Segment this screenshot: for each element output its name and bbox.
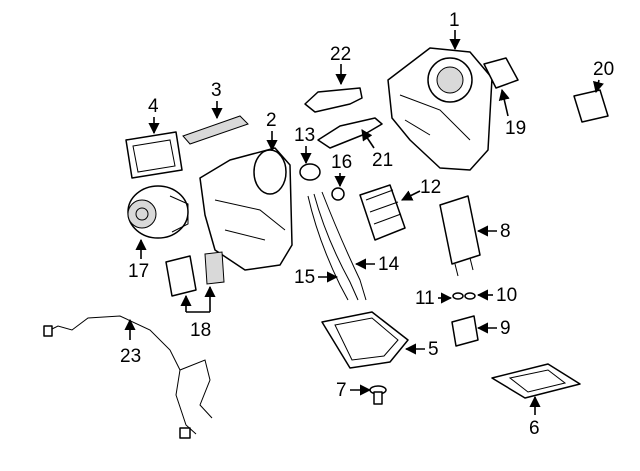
part-14-15-tubes xyxy=(307,191,367,301)
svg-text:22: 22 xyxy=(330,44,351,65)
svg-text:6: 6 xyxy=(529,418,540,439)
svg-text:5: 5 xyxy=(428,339,439,360)
part-10-11-seals xyxy=(452,292,476,300)
svg-text:17: 17 xyxy=(128,261,149,282)
svg-text:1: 1 xyxy=(449,10,460,31)
svg-text:2: 2 xyxy=(266,110,277,131)
svg-text:23: 23 xyxy=(120,346,141,367)
label-21: 21 xyxy=(361,129,393,171)
part-16-oring xyxy=(331,187,345,201)
label-2: 2 xyxy=(266,110,278,152)
label-17: 17 xyxy=(128,238,149,282)
part-22-bracket xyxy=(304,87,363,113)
label-1: 1 xyxy=(449,10,461,51)
label-16: 16 xyxy=(331,152,352,188)
part-7-valve xyxy=(369,385,387,405)
part-19-module xyxy=(483,57,519,89)
svg-text:3: 3 xyxy=(211,80,222,101)
part-6-plate xyxy=(491,363,581,399)
label-18: 18 xyxy=(180,285,216,341)
label-10: 10 xyxy=(476,285,517,306)
part-1-hvac-case xyxy=(387,47,493,171)
svg-text:15: 15 xyxy=(294,267,315,288)
svg-text:14: 14 xyxy=(378,254,400,275)
part-9-actuator xyxy=(451,315,479,347)
label-14: 14 xyxy=(354,254,400,275)
label-20: 20 xyxy=(593,59,614,94)
part-18-resistors xyxy=(165,251,225,297)
part-4-seal xyxy=(125,131,183,179)
svg-text:18: 18 xyxy=(190,320,211,341)
svg-text:20: 20 xyxy=(593,59,614,80)
part-5-pan xyxy=(321,311,409,369)
label-12: 12 xyxy=(400,177,441,201)
label-19: 19 xyxy=(498,88,526,139)
label-7: 7 xyxy=(336,380,372,401)
label-9: 9 xyxy=(476,318,511,339)
svg-text:7: 7 xyxy=(336,380,347,401)
label-22: 22 xyxy=(330,44,351,86)
label-23: 23 xyxy=(120,318,141,367)
part-3-filter xyxy=(182,115,249,145)
label-13: 13 xyxy=(294,125,315,165)
svg-text:11: 11 xyxy=(415,288,435,309)
part-21-bracket xyxy=(317,117,383,149)
label-15: 15 xyxy=(294,267,339,288)
svg-text:19: 19 xyxy=(505,118,526,139)
svg-text:10: 10 xyxy=(496,285,517,306)
svg-text:13: 13 xyxy=(294,125,315,146)
part-17-blower-motor xyxy=(127,185,189,239)
svg-text:4: 4 xyxy=(148,96,159,117)
part-13-clamp xyxy=(299,163,321,181)
part-23-harness xyxy=(43,315,213,439)
label-5: 5 xyxy=(404,339,439,360)
svg-text:12: 12 xyxy=(420,177,441,198)
svg-text:16: 16 xyxy=(331,152,352,173)
part-12-evaporator xyxy=(359,184,406,241)
label-6: 6 xyxy=(529,395,541,439)
svg-text:21: 21 xyxy=(372,150,393,171)
label-11: 11 xyxy=(415,288,453,309)
part-20-module xyxy=(573,89,609,123)
svg-text:8: 8 xyxy=(500,221,511,242)
part-8-heater-core xyxy=(439,195,481,277)
label-8: 8 xyxy=(476,221,511,242)
label-4: 4 xyxy=(148,96,160,135)
svg-text:9: 9 xyxy=(500,318,511,339)
part-2-housing xyxy=(199,147,293,271)
label-3: 3 xyxy=(211,80,223,120)
